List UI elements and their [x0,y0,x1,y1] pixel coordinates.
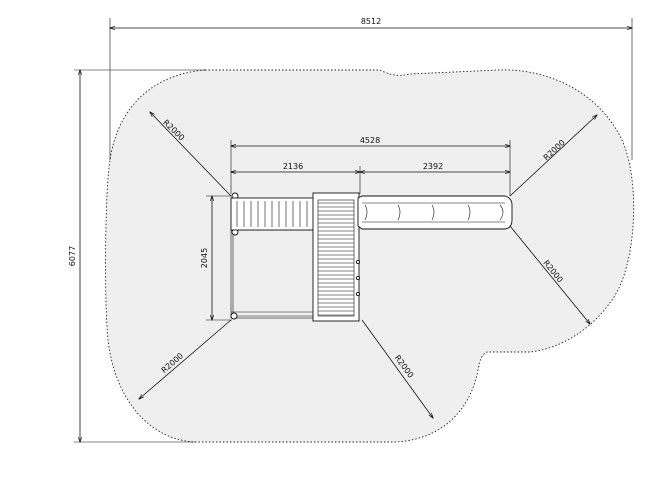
dimension-label-overall-height: 6077 [68,246,77,266]
radius-leader-right-lower [509,225,590,324]
dimension-label-structure-width: 4528 [360,136,380,145]
safety-zone-outline [105,69,635,443]
post-bottom-left [230,312,238,320]
dimension-label-left-section: 2136 [283,162,303,171]
radius-leader-top-left [150,112,232,197]
dimension-label-platform-depth: 2045 [200,248,209,268]
stair-bolt-1 [355,259,361,265]
slide-exit [499,204,504,221]
stair-steps [318,202,354,316]
play-structure [230,192,513,322]
radius-leader-bottom-center [361,319,433,418]
radius-leader-top-right [509,115,597,197]
radius-leader-bottom-left [139,319,232,399]
slide-section-3 [431,204,435,221]
fence-slats [236,201,308,227]
dimension-label-overall-width: 8512 [361,17,381,26]
slide-section-4 [467,204,471,221]
slide-section-2 [397,204,401,221]
slide [357,195,513,230]
stair-bolt-3 [355,291,361,297]
stair-bolt-2 [355,275,361,281]
slide-section-1 [364,204,368,221]
fence-panel [230,197,316,231]
dimension-label-right-section: 2392 [423,162,443,171]
stair-ramp [312,192,360,322]
stair-ramp-inner [317,199,355,317]
